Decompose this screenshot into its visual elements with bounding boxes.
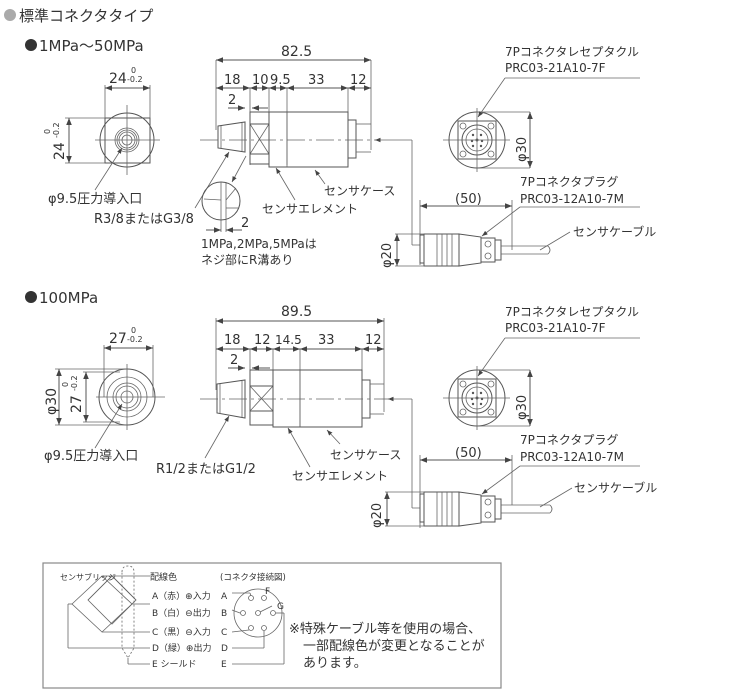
plug-length-1: (50) <box>455 192 482 207</box>
receptacle-view-2 <box>443 337 640 430</box>
note-line-3: あります。 <box>303 656 367 671</box>
seg-1-5: 12 <box>350 73 367 88</box>
variant-title-2: 100MPa <box>39 289 98 307</box>
wiring-diagram <box>42 562 502 689</box>
pin-f: F <box>265 587 270 597</box>
front-tol-upper-2: 0 <box>131 326 136 335</box>
wire-row-a: A（赤）⊕入力 <box>152 590 211 602</box>
bridge-label: センサブリッジ <box>60 572 116 582</box>
thread-gap-1: 2 <box>228 93 236 108</box>
seg-1-3: 9.5 <box>270 73 291 88</box>
seg-2-4: 33 <box>318 333 335 348</box>
wire-row-c: C（黒）⊖入力 <box>152 626 211 638</box>
pin-c: C <box>221 628 227 638</box>
bullet-icon <box>25 39 37 51</box>
front-width-1: 24 <box>109 71 127 87</box>
plug-part-1: PRC03-12A10-7M <box>520 192 624 206</box>
element-label-2: センサエレメント <box>292 469 388 483</box>
section-title: 標準コネクタタイプ <box>19 7 153 25</box>
seg-1-2: 10 <box>252 73 269 88</box>
pin-g: G <box>277 602 284 612</box>
case-label-2: センサケース <box>330 448 401 462</box>
receptacle-label-2: 7Pコネクタレセプタクル <box>505 305 639 319</box>
front-view-1 <box>65 85 160 191</box>
detail-note-2: ネジ部にR溝あり <box>201 252 293 267</box>
plug-label-1: 7Pコネクタプラグ <box>520 175 618 189</box>
note-line-1: ※特殊ケーブル等を使用の場合、 <box>289 621 481 637</box>
receptacle-label-1: 7Pコネクタレセプタクル <box>505 45 639 59</box>
front-view-2 <box>55 345 165 449</box>
seg-1-1: 18 <box>224 73 241 88</box>
plug-dia-2: φ20 <box>370 503 385 528</box>
side-total-2: 89.5 <box>281 304 312 320</box>
plug-part-2: PRC03-12A10-7M <box>520 450 624 464</box>
front-height-tol-lower-2: -0.2 <box>70 375 79 391</box>
front-height-2: 27 <box>69 395 85 413</box>
section-bullet-icon <box>4 9 16 21</box>
cable-label-2: センサケーブル <box>574 480 657 495</box>
pin-b: B <box>221 609 227 619</box>
front-height-tol-upper-2: 0 <box>61 382 70 387</box>
wire-row-d: D（緑）⊕出力 <box>152 642 211 654</box>
front-tol-upper-1: 0 <box>131 66 136 75</box>
variant-title-1: 1MPa〜50MPa <box>39 37 144 55</box>
plug-view-2 <box>384 455 640 528</box>
seg-2-5: 12 <box>365 333 382 348</box>
port-label-1: φ9.5圧力導入口 <box>48 192 142 207</box>
receptacle-part-1: PRC03-21A10-7F <box>505 61 606 75</box>
element-label-1: センサエレメント <box>262 202 358 216</box>
pin-e: E <box>221 660 227 670</box>
side-total-1: 82.5 <box>281 44 312 60</box>
wire-row-b: B（白）⊖出力 <box>152 607 211 619</box>
seg-1-4: 33 <box>308 73 325 88</box>
receptacle-dia-1: φ30 <box>515 137 530 162</box>
detail-note-1: 1MPa,2MPa,5MPaは <box>201 237 317 251</box>
thread-gap-2: 2 <box>230 353 238 368</box>
note-line-2: 一部配線色が変更となることが <box>303 638 485 654</box>
case-label-1: センサケース <box>324 184 395 198</box>
front-tol-lower-1: -0.2 <box>127 75 143 84</box>
receptacle-dia-2: φ30 <box>515 395 530 420</box>
plug-length-2: (50) <box>455 446 482 461</box>
color-header: 配線色 <box>150 571 177 583</box>
detail-dim-1: 2 <box>241 216 249 231</box>
thread-label-1: R3/8またはG3/8 <box>94 212 194 227</box>
thread-label-2: R1/2またはG1/2 <box>156 462 256 477</box>
wire-row-e: E シールド <box>152 660 197 670</box>
front-height-tol-lower-1: -0.2 <box>52 122 61 138</box>
pin-d: D <box>221 644 228 654</box>
seg-2-1: 18 <box>224 333 241 348</box>
seg-2-3: 14.5 <box>275 333 302 347</box>
plug-view-1 <box>394 200 640 267</box>
connector-header: (コネクタ接続図) <box>220 572 286 583</box>
receptacle-part-2: PRC03-21A10-7F <box>505 321 606 335</box>
front-width-2: 27 <box>109 331 127 347</box>
port-label-2: φ9.5圧力導入口 <box>44 449 138 464</box>
pin-a: A <box>221 592 228 602</box>
side-view-2 <box>200 318 430 509</box>
front-height-1: 24 <box>52 142 68 160</box>
plug-dia-1: φ20 <box>380 243 395 268</box>
plug-label-2: 7Pコネクタプラグ <box>520 433 618 447</box>
front-tol-lower-2: -0.2 <box>127 335 143 344</box>
front-outer-dia-2: φ30 <box>44 388 60 415</box>
receptacle-view-1 <box>443 77 640 172</box>
bullet-icon <box>25 291 37 303</box>
cable-label-1: センサケーブル <box>573 224 656 239</box>
side-view-1 <box>194 57 430 246</box>
seg-2-2: 12 <box>254 333 271 348</box>
front-height-tol-upper-1: 0 <box>43 129 52 134</box>
